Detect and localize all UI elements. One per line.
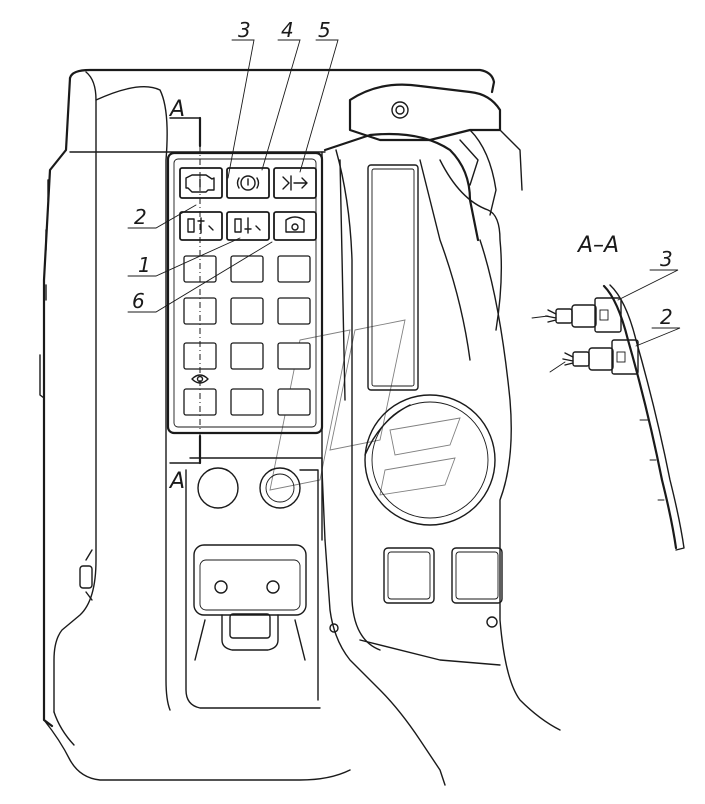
section-detail-title: A–A (576, 233, 619, 258)
callout-leaders (127, 39, 339, 313)
callout-2: 2 (134, 205, 147, 229)
callout-6: 6 (132, 289, 145, 313)
section-detail-switch-2 (549, 339, 639, 375)
lower-control-panel (185, 457, 323, 709)
gauge-housing (364, 394, 496, 526)
wiper-icon (285, 216, 305, 233)
detail-callout-leaders (617, 269, 681, 347)
section-line (169, 116, 202, 465)
center-console (321, 132, 561, 786)
watermark-outline (269, 319, 461, 496)
steering-column (348, 83, 523, 216)
seat-heater-icon (187, 217, 261, 234)
vertical-slot (367, 164, 419, 391)
switch-panel (166, 151, 324, 435)
callout-5: 5 (318, 18, 331, 42)
section-marker-bottom: A (168, 469, 185, 494)
callout-3: 3 (238, 18, 251, 42)
brake-icon (236, 175, 260, 191)
detail-callout-2: 2 (660, 305, 673, 329)
callout-1: 1 (138, 253, 151, 277)
section-marker-top: A (168, 97, 185, 122)
callout-4: 4 (281, 18, 294, 42)
light-signal-icon (282, 175, 308, 191)
lower-switch-blocks (329, 547, 503, 633)
section-detail-switch-3 (531, 297, 622, 333)
blank-switch-grid (183, 255, 311, 416)
section-detail-panel (602, 284, 685, 551)
detail-callout-3: 3 (660, 247, 673, 271)
